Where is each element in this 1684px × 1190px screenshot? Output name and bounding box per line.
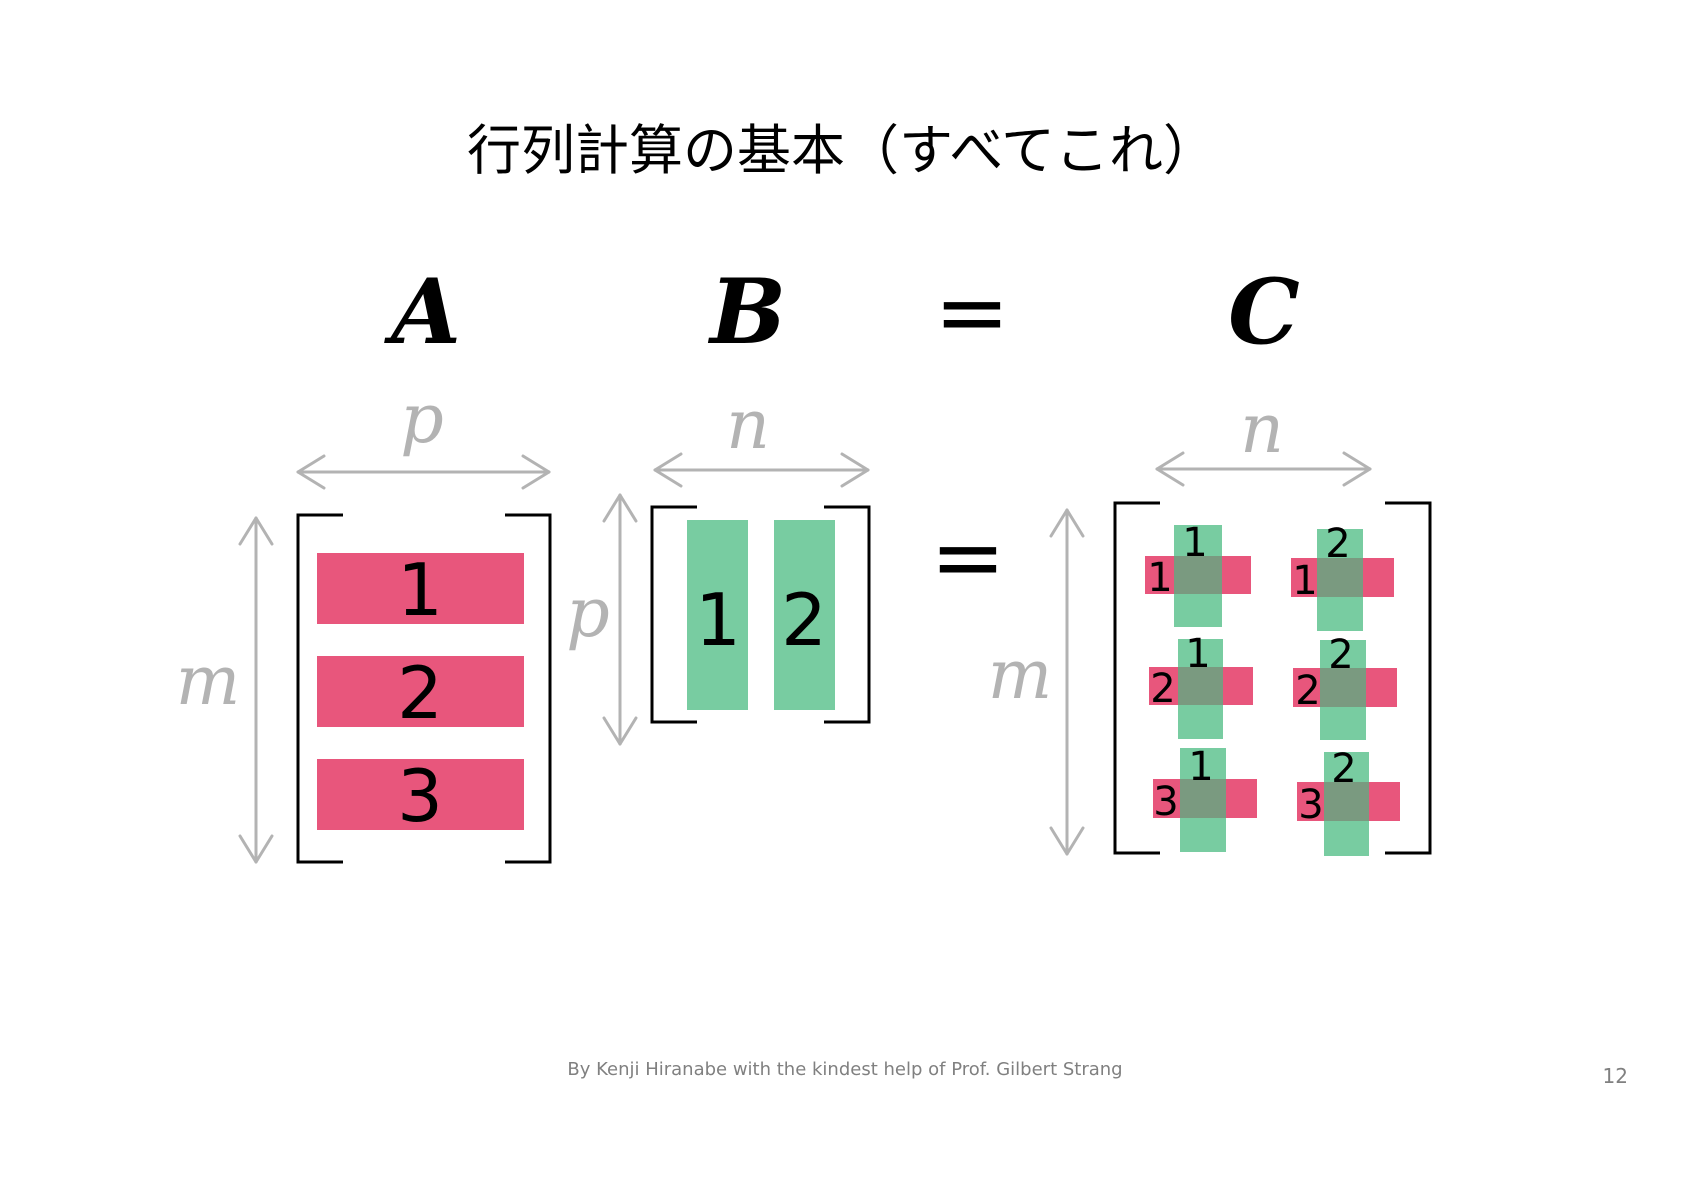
matrix-b-rows-arrow <box>602 493 638 746</box>
matrix-a-right-bracket <box>505 513 552 864</box>
matrix-c-cell-2-2-row-label: 2 <box>1295 668 1320 714</box>
matrix-c-rows-label: m <box>988 636 1052 715</box>
page-number: 12 <box>1603 1064 1628 1088</box>
matrix-c-group: n m 1 1 1 2 <box>988 390 1432 856</box>
matrix-c-cell-2-1-row-label: 2 <box>1150 666 1175 712</box>
matrix-a-row-2 <box>317 656 524 727</box>
matrix-a-label: A <box>383 259 461 365</box>
matrix-a-rows-arrow <box>238 516 274 864</box>
matrix-c-cell-3-2-overlap <box>1324 782 1369 821</box>
matrix-a-rows-label: m <box>176 642 240 721</box>
matrix-b-col-2 <box>774 520 835 710</box>
matrix-c-cell-3-2-row-label: 3 <box>1298 782 1323 828</box>
matrix-a-row-3 <box>317 759 524 830</box>
equals-sign-top: = <box>934 260 1009 365</box>
matrix-c-cell: 3 1 <box>1153 744 1257 852</box>
matrix-c-cell-1-2-row-label: 1 <box>1292 558 1317 604</box>
matrix-a-group: p m 1 2 3 <box>176 380 552 864</box>
matrix-b-col-1 <box>687 520 748 710</box>
matrix-b-col-2-label: 2 <box>781 578 827 662</box>
matrix-c-left-bracket <box>1113 501 1160 855</box>
matrix-b-right-bracket <box>824 505 871 724</box>
matrix-c-rows-arrow <box>1049 508 1085 856</box>
matrix-a-cols-label: p <box>400 380 444 459</box>
matrix-b-label: B <box>707 259 786 365</box>
matrix-a-row-3-label: 3 <box>397 754 443 838</box>
equals-sign-middle: = <box>930 505 1005 610</box>
matrix-a-cols-arrow <box>296 454 551 490</box>
matrix-b-cols-arrow <box>653 452 870 488</box>
matrix-c-cell: 1 1 <box>1145 520 1251 627</box>
matrix-c-cell-1-2-col-label: 2 <box>1325 521 1350 567</box>
matrix-a-left-bracket <box>296 513 343 864</box>
matrix-c-cell: 1 2 <box>1291 521 1394 631</box>
matrix-c-cell-1-1-row-label: 1 <box>1147 555 1172 601</box>
matrix-c-right-bracket <box>1385 501 1432 855</box>
matrix-c-cell: 3 2 <box>1297 746 1400 856</box>
matrix-c-cell-2-1-overlap <box>1178 667 1223 705</box>
footer-credit: By Kenji Hiranabe with the kindest help … <box>567 1059 1122 1080</box>
matrix-c-cell-1-1-col-label: 1 <box>1182 520 1207 566</box>
matrix-b-left-bracket <box>650 505 697 724</box>
matrix-c-cell-3-2-col-label: 2 <box>1331 746 1356 792</box>
matrix-c-cell-2-1-col-label: 1 <box>1185 631 1210 677</box>
matrix-c-cell-3-1-overlap <box>1180 779 1226 818</box>
matrix-b-rows-label: p <box>566 574 610 653</box>
matrix-c-cell-2-2-overlap <box>1320 668 1366 707</box>
matrix-b-cols-label: n <box>726 386 770 465</box>
matrix-c-label: C <box>1228 259 1300 365</box>
matrix-c-cell: 2 1 <box>1149 631 1253 739</box>
matrix-c-cols-arrow <box>1155 451 1372 487</box>
slide-title: 行列計算の基本（すべてこれ） <box>467 119 1217 182</box>
matrix-c-cell-1-1-overlap <box>1174 556 1222 594</box>
matrix-c-cell-2-2-col-label: 2 <box>1328 632 1353 678</box>
matrix-b-group: n p 1 2 <box>566 386 871 746</box>
matrix-a-row-1-label: 1 <box>397 548 443 632</box>
matrix-c-cell: 2 2 <box>1293 632 1397 740</box>
matrix-c-cell-3-1-col-label: 1 <box>1188 744 1213 790</box>
matrix-a-row-1 <box>317 553 524 624</box>
matrix-c-cell-3-1-row-label: 3 <box>1153 779 1178 825</box>
matrix-a-row-2-label: 2 <box>397 651 443 735</box>
matrix-c-cell-1-2-overlap <box>1317 558 1363 597</box>
matrix-c-cols-label: n <box>1240 390 1284 469</box>
matrix-b-col-1-label: 1 <box>695 578 741 662</box>
